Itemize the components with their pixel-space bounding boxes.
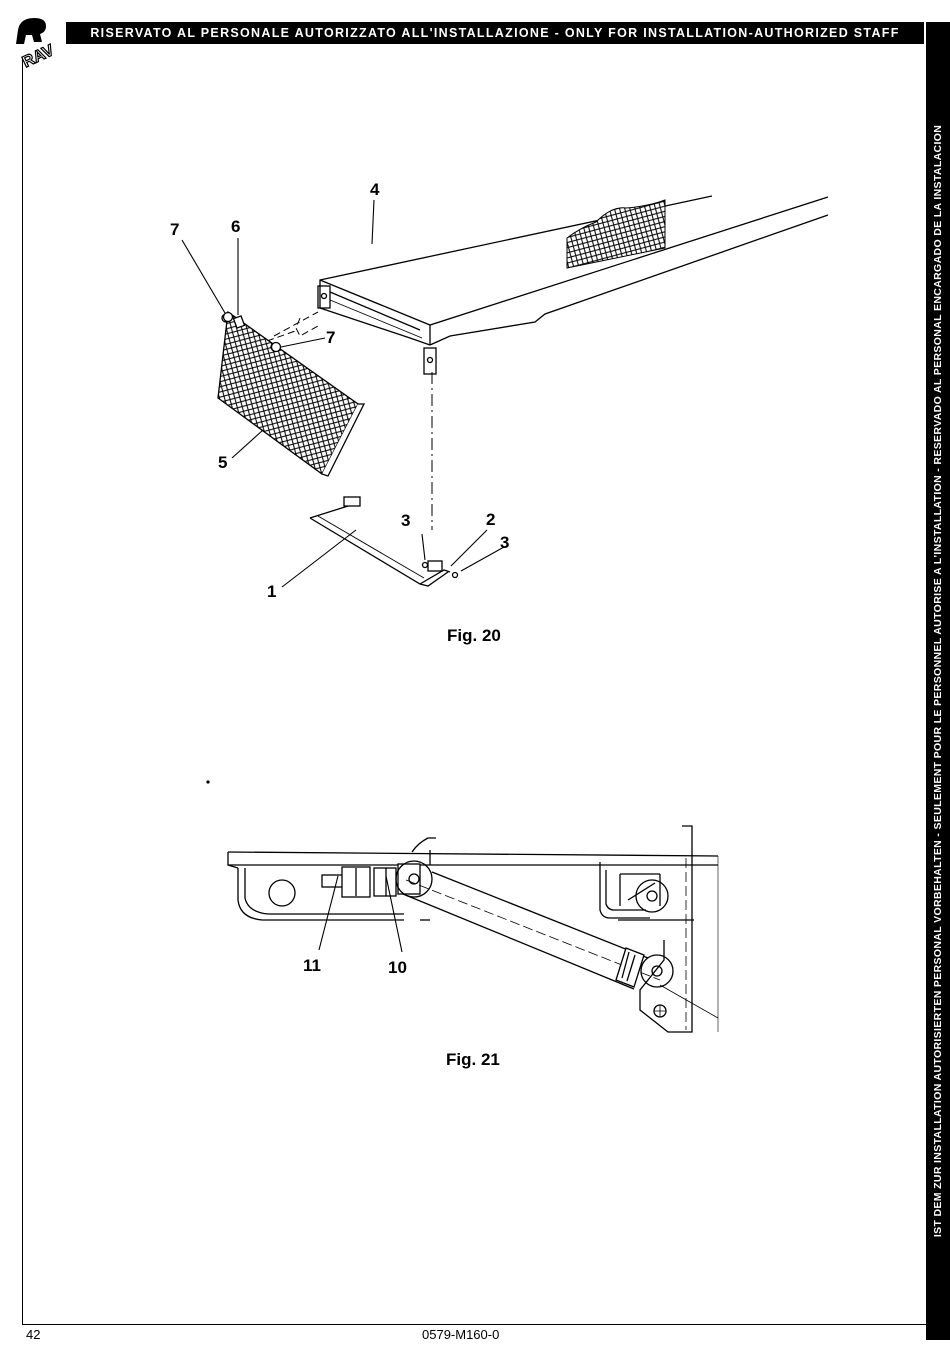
rav-logo: RAV [16,18,58,68]
page-number: 42 [26,1327,41,1342]
figure-20-drawing [235,195,829,530]
fig21-leaders [318,875,403,953]
left-margin-rule [22,58,23,1324]
fig20-callout-5: 5 [218,453,227,472]
document-code: 0579-M160-0 [422,1327,500,1342]
fig20-callout-3b: 3 [500,533,509,552]
header-banner: RISERVATO AL PERSONALE AUTORIZZATO ALL'I… [66,22,924,44]
footer-rule [22,1324,926,1325]
header-banner-text: RISERVATO AL PERSONALE AUTORIZZATO ALL'I… [90,26,900,40]
fig21-callout-11: 11 [303,956,321,975]
fig20-callout-6: 6 [231,217,240,236]
figure-21-drawing [206,780,719,1033]
fig21-caption: Fig. 21 [446,1050,500,1069]
fig21-callout-10: 10 [388,958,407,977]
fig20-callout-2: 2 [486,510,495,529]
fig20-callout-7a: 7 [170,220,179,239]
fig20-callout-1: 1 [267,582,276,601]
side-banner: IST DEM ZUR INSTALLATION AUTORISIERTEN P… [926,22,950,1340]
fig20-caption: Fig. 20 [447,626,501,645]
fig20-callout-7b: 7 [326,328,335,347]
pin-parts [222,311,282,353]
lever-assembly [309,496,459,587]
fig20-callout-4: 4 [370,180,380,199]
fig20-callout-3a: 3 [401,511,410,530]
fig20-leaders [181,199,505,588]
